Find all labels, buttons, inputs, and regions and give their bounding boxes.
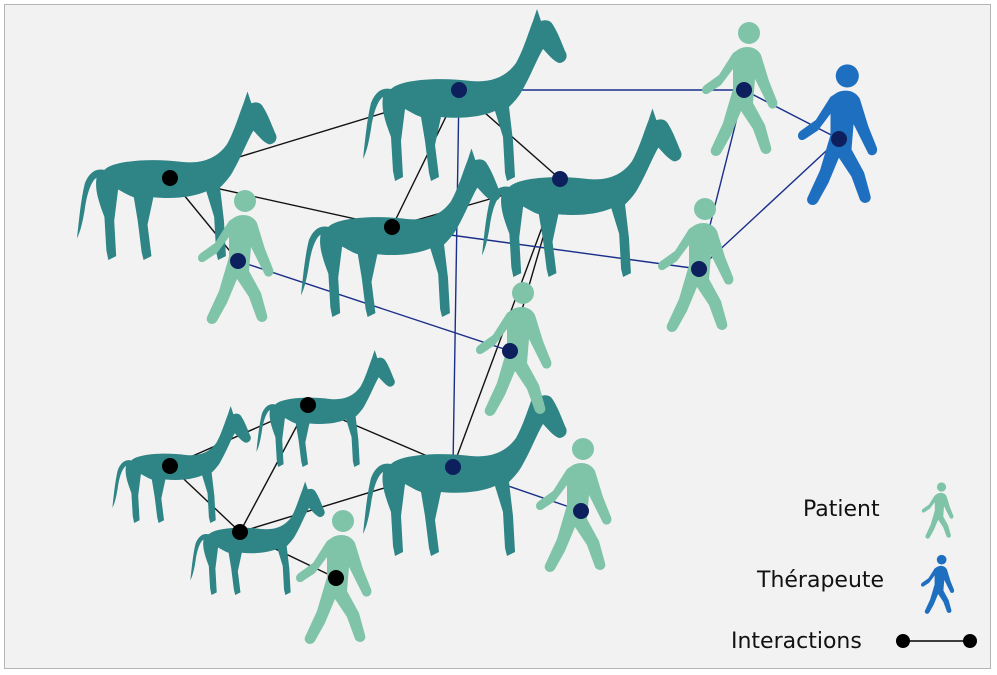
node-dot-h8 bbox=[232, 524, 248, 540]
node-dot-h7 bbox=[445, 459, 461, 475]
interaction-edge-h2-h7 bbox=[452, 89, 460, 468]
patient-icon-p5 bbox=[536, 438, 612, 572]
interaction-edge-p4-t1 bbox=[698, 138, 840, 270]
legend-interaction-dot-2 bbox=[963, 634, 977, 648]
node-dot-t1 bbox=[831, 131, 847, 147]
legend-patient-label: Patient bbox=[803, 497, 880, 522]
node-dot-p2 bbox=[502, 343, 518, 359]
node-dot-h1 bbox=[162, 170, 178, 186]
node-dot-p1 bbox=[230, 253, 246, 269]
node-dot-h5 bbox=[162, 458, 178, 474]
horse-icon-h6 bbox=[256, 350, 395, 467]
interaction-network bbox=[76, 9, 977, 648]
node-dot-p5 bbox=[573, 503, 589, 519]
interaction-edge-p3-t1 bbox=[743, 89, 840, 140]
node-dot-p3 bbox=[736, 82, 752, 98]
legend-interaction-dot-1 bbox=[896, 634, 910, 648]
node-dot-p6 bbox=[328, 570, 344, 586]
legend-therapist-icon bbox=[920, 554, 955, 614]
legend-interactions-label: Interactions bbox=[731, 629, 862, 654]
horse-icon-h5 bbox=[112, 406, 251, 523]
legend-patient-icon bbox=[921, 482, 954, 539]
node-dot-h3 bbox=[552, 171, 568, 187]
node-dot-p4 bbox=[691, 261, 707, 277]
node-dot-h2 bbox=[451, 82, 467, 98]
legend-therapist-label: Thérapeute bbox=[757, 568, 885, 593]
diagram-frame: Patient Thérapeute Interactions bbox=[4, 4, 991, 669]
node-dot-h6 bbox=[300, 397, 316, 413]
node-dot-h4 bbox=[384, 219, 400, 235]
